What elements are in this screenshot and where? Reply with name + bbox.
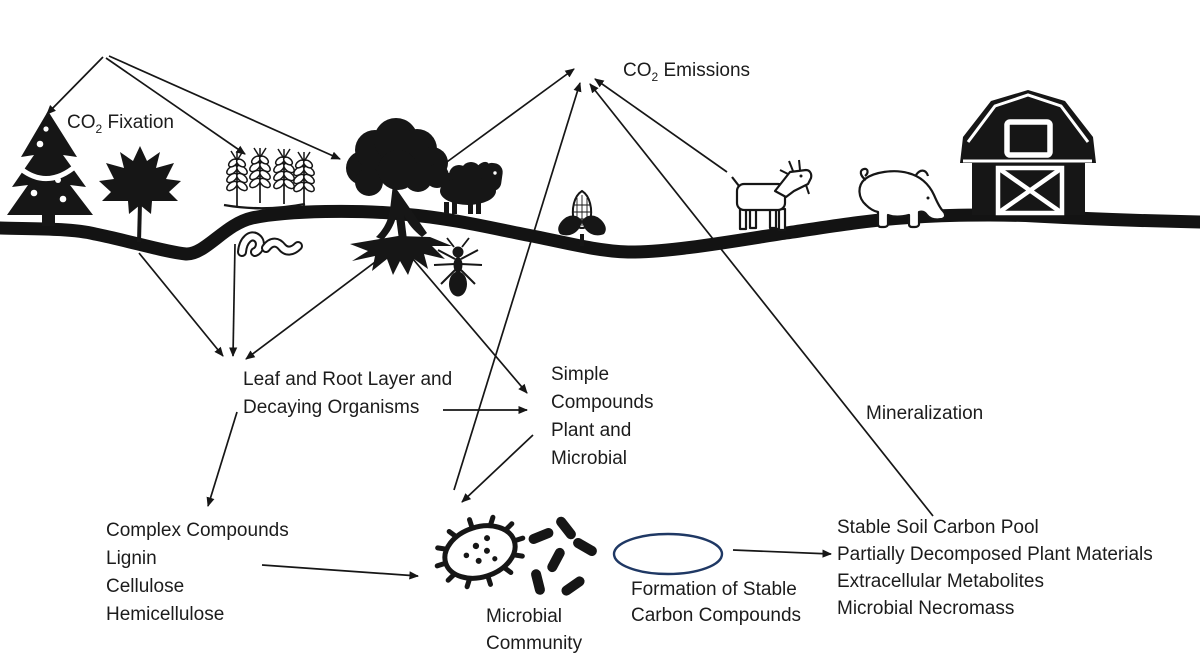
co2-emissions-prefix: CO — [623, 60, 652, 81]
formation-stable-label: Formation of Stable Carbon Compounds — [631, 579, 802, 626]
ant-icon — [433, 237, 483, 297]
worms-icon — [237, 231, 303, 257]
arrow-roots-to-leaflayer — [245, 252, 388, 360]
microbial-community-label: Microbial Community — [486, 606, 583, 654]
arrow-worms-to-leaflayer — [229, 243, 238, 357]
pine-tree-icon — [7, 111, 93, 226]
goat-icon — [731, 159, 813, 232]
deciduous-tree-icon — [346, 118, 452, 275]
maple-leaf-icon — [99, 146, 181, 243]
arrow-soil-to-co2 — [453, 82, 582, 491]
arrow-mineralization-to-co2 — [589, 83, 934, 517]
arrow-layer — [46, 55, 934, 580]
arrow-leaflayer-to-complex — [206, 411, 238, 507]
barn-icon — [960, 90, 1096, 216]
arrow-fixation-to-tree — [108, 55, 341, 160]
stable-compound-ellipse — [612, 532, 724, 576]
mineralization-label: Mineralization — [866, 403, 984, 424]
arrow-maple-to-leaflayer — [138, 252, 224, 357]
wheat-icon — [223, 147, 317, 210]
arrow-goat-to-co2 — [594, 78, 728, 173]
soil-surface-line — [0, 204, 1200, 261]
arrow-ellipse-to-stablepool — [732, 549, 832, 558]
complex-compounds-label: Complex Compounds Lignin Cellulose Hemic… — [106, 520, 289, 625]
co2-emissions-sub: 2 — [651, 69, 659, 84]
co2-fixation-suffix: Fixation — [102, 112, 174, 133]
arrow-fixation-to-pine — [46, 56, 104, 115]
simple-compounds-label: Simple Compounds Plant and Microbial — [551, 364, 654, 469]
co2-fixation-sub: 2 — [95, 121, 103, 136]
arrow-simple-to-microbes — [461, 434, 534, 503]
arrow-tree-to-co2 — [439, 68, 575, 168]
rod-bacteria-icon — [528, 516, 597, 596]
co2-emissions-label: CO2 Emissions — [623, 58, 750, 90]
pig-icon — [858, 167, 947, 229]
sheep-icon — [440, 161, 503, 214]
microbe-icon — [434, 514, 526, 590]
corn-icon — [558, 189, 606, 246]
co2-fixation-label: CO2 Fixation — [67, 110, 174, 142]
co2-emissions-suffix: Emissions — [658, 60, 751, 81]
arrow-roots-to-simple — [406, 251, 528, 394]
arrow-fixation-to-wheat — [105, 57, 246, 155]
tree-roots-icon — [350, 236, 452, 275]
stable-pool-label: Stable Soil Carbon Pool Partially Decomp… — [837, 517, 1153, 619]
co2-fixation-prefix: CO — [67, 112, 96, 133]
arrow-complex-to-microbes — [261, 564, 419, 580]
leaf-root-layer-label: Leaf and Root Layer and Decaying Organis… — [243, 369, 453, 418]
